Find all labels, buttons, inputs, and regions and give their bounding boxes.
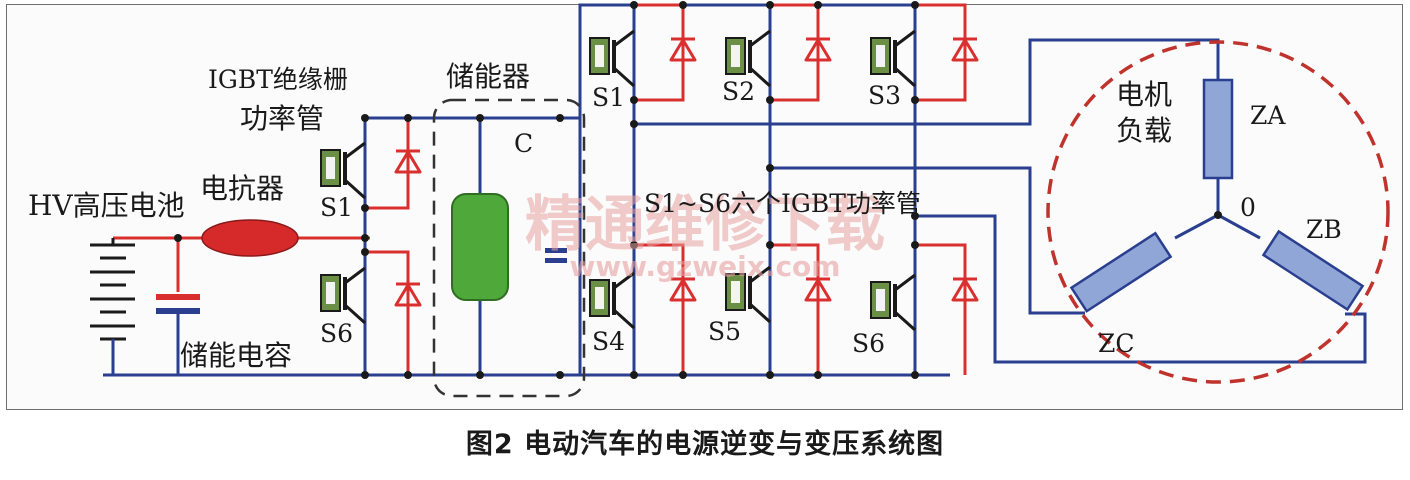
label-storage: 储能器 xyxy=(446,60,530,93)
phase-c-wire xyxy=(915,214,1367,364)
junction-dots xyxy=(174,1,1222,379)
label-zb: ZB xyxy=(1306,215,1342,244)
diode-s6-icon xyxy=(951,277,979,302)
storage-element-icon xyxy=(451,193,509,301)
diode-left-lower-icon xyxy=(394,282,422,307)
label-neutral: 0 xyxy=(1240,193,1256,222)
label-c: C xyxy=(514,129,533,158)
igbt-s1 xyxy=(589,29,636,88)
igbt-left-upper xyxy=(320,141,367,200)
zb-neutral xyxy=(1217,213,1261,240)
battery-icon xyxy=(90,238,135,375)
diode-s4-icon xyxy=(669,277,697,302)
top-bus xyxy=(365,3,915,120)
diode-s1-icon xyxy=(669,37,697,62)
label-six-igbt: S1~S6六个IGBT功率管 xyxy=(644,189,921,218)
blue-wires xyxy=(103,3,1367,377)
label-motor-line2: 负载 xyxy=(1116,114,1172,147)
phase-a-wire xyxy=(634,38,1220,126)
diodes xyxy=(394,37,979,307)
watermark-cn: 精通维修下载 xyxy=(525,190,885,260)
igbt-s3 xyxy=(870,29,917,88)
s2-diode-loop xyxy=(770,3,820,102)
label-s4: S4 xyxy=(592,327,625,356)
watermark-url: www.gzweix.com xyxy=(570,250,841,283)
zc-neutral xyxy=(1174,213,1219,240)
s6-diode-loop xyxy=(915,243,967,375)
storage-dashed-box xyxy=(432,98,586,398)
diode-s3-icon xyxy=(951,37,979,62)
label-zc: ZC xyxy=(1098,329,1135,358)
s5-diode-loop xyxy=(770,243,820,375)
label-igbt-line1: IGBT绝缘栅 xyxy=(208,65,348,94)
diode-left-upper-icon xyxy=(394,149,422,174)
winding-zc xyxy=(1069,231,1173,313)
bus-capacitor-icon xyxy=(545,248,567,263)
circuit-diagram: 精通维修下载 www.gzweix.com IGBT绝缘栅 功率管 储能器 C … xyxy=(28,1,1390,398)
igbt-left-lower xyxy=(320,266,367,325)
igbt-s6 xyxy=(870,273,917,332)
motor-load-circle xyxy=(1046,40,1390,384)
label-igbt-line2: 功率管 xyxy=(240,102,324,135)
diode-s2-icon xyxy=(804,37,832,62)
label-s1: S1 xyxy=(592,83,625,112)
label-reactor: 电抗器 xyxy=(200,172,284,205)
label-battery: HV高压电池 xyxy=(28,189,185,222)
phase-b-wire xyxy=(770,166,1085,315)
diode-s5-icon xyxy=(804,277,832,302)
label-cap: 储能电容 xyxy=(180,339,292,372)
reactor-icon xyxy=(201,219,299,257)
lower-diode-left xyxy=(365,250,410,375)
label-s3: S3 xyxy=(868,81,901,110)
diagram-frame xyxy=(6,4,1403,410)
s3-diode-loop xyxy=(915,3,967,102)
winding-zb xyxy=(1261,229,1365,312)
label-s5: S5 xyxy=(708,317,741,346)
upper-diode-left xyxy=(365,118,410,210)
igbt-s4 xyxy=(589,271,636,330)
label-motor-line1: 电机 xyxy=(1116,78,1172,111)
s4-diode-loop xyxy=(634,243,685,375)
label-s1-left: S1 xyxy=(320,193,353,222)
label-za: ZA xyxy=(1250,101,1286,130)
label-s6-left: S6 xyxy=(320,319,353,348)
label-s2: S2 xyxy=(722,77,755,106)
s1-diode-loop xyxy=(634,3,685,102)
label-s6: S6 xyxy=(852,329,885,358)
red-wires xyxy=(113,3,967,375)
igbt-s5 xyxy=(725,265,772,324)
winding-za xyxy=(1202,78,1234,180)
igbt-s2 xyxy=(725,29,772,88)
figure-caption: 图2 电动汽车的电源逆变与变压系统图 xyxy=(465,429,945,460)
storage-capacitor-icon xyxy=(156,294,200,375)
